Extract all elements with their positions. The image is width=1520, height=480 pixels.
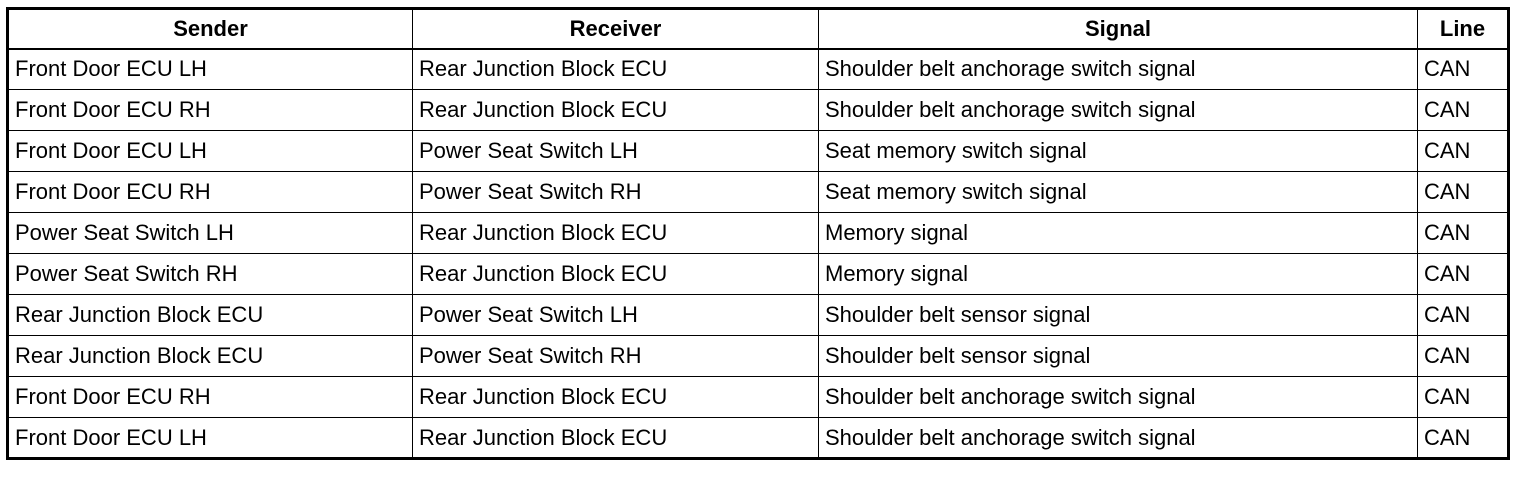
cell-receiver: Rear Junction Block ECU <box>412 253 819 295</box>
cell-receiver: Rear Junction Block ECU <box>412 376 819 418</box>
cell-signal: Seat memory switch signal <box>818 171 1418 213</box>
cell-line: CAN <box>1417 89 1509 131</box>
cell-line: CAN <box>1417 335 1509 377</box>
cell-receiver: Rear Junction Block ECU <box>412 417 819 459</box>
table-row: Rear Junction Block ECU Power Seat Switc… <box>7 335 1509 377</box>
cell-sender: Rear Junction Block ECU <box>7 294 413 336</box>
cell-signal: Shoulder belt anchorage switch signal <box>818 376 1418 418</box>
cell-sender: Front Door ECU RH <box>7 376 413 418</box>
cell-line: CAN <box>1417 171 1509 213</box>
table-header: Sender Receiver Signal Line <box>7 8 1509 50</box>
cell-signal: Memory signal <box>818 253 1418 295</box>
signal-table: Sender Receiver Signal Line Front Door E… <box>6 7 1510 460</box>
header-sender: Sender <box>7 8 413 50</box>
header-row: Sender Receiver Signal Line <box>7 8 1509 50</box>
header-receiver: Receiver <box>412 8 819 50</box>
cell-sender: Power Seat Switch LH <box>7 212 413 254</box>
cell-sender: Power Seat Switch RH <box>7 253 413 295</box>
cell-receiver: Rear Junction Block ECU <box>412 48 819 90</box>
cell-line: CAN <box>1417 48 1509 90</box>
cell-line: CAN <box>1417 376 1509 418</box>
table-row: Front Door ECU LH Rear Junction Block EC… <box>7 417 1509 459</box>
cell-sender: Front Door ECU LH <box>7 48 413 90</box>
table-row: Power Seat Switch RH Rear Junction Block… <box>7 253 1509 295</box>
table-row: Front Door ECU LH Power Seat Switch LH S… <box>7 130 1509 172</box>
cell-signal: Seat memory switch signal <box>818 130 1418 172</box>
cell-signal: Memory signal <box>818 212 1418 254</box>
header-signal: Signal <box>818 8 1418 50</box>
cell-receiver: Power Seat Switch LH <box>412 294 819 336</box>
cell-signal: Shoulder belt anchorage switch signal <box>818 48 1418 90</box>
cell-signal: Shoulder belt sensor signal <box>818 335 1418 377</box>
cell-line: CAN <box>1417 294 1509 336</box>
cell-receiver: Power Seat Switch RH <box>412 171 819 213</box>
table-row: Power Seat Switch LH Rear Junction Block… <box>7 212 1509 254</box>
table-row: Front Door ECU RH Rear Junction Block EC… <box>7 376 1509 418</box>
cell-line: CAN <box>1417 212 1509 254</box>
cell-sender: Front Door ECU RH <box>7 89 413 131</box>
cell-sender: Front Door ECU LH <box>7 417 413 459</box>
table-row: Front Door ECU RH Power Seat Switch RH S… <box>7 171 1509 213</box>
cell-receiver: Power Seat Switch RH <box>412 335 819 377</box>
cell-line: CAN <box>1417 253 1509 295</box>
table-body: Front Door ECU LH Rear Junction Block EC… <box>7 48 1509 459</box>
cell-line: CAN <box>1417 417 1509 459</box>
table-row: Front Door ECU RH Rear Junction Block EC… <box>7 89 1509 131</box>
header-line: Line <box>1417 8 1509 50</box>
cell-receiver: Power Seat Switch LH <box>412 130 819 172</box>
cell-sender: Front Door ECU LH <box>7 130 413 172</box>
cell-receiver: Rear Junction Block ECU <box>412 89 819 131</box>
cell-signal: Shoulder belt sensor signal <box>818 294 1418 336</box>
table-row: Front Door ECU LH Rear Junction Block EC… <box>7 48 1509 90</box>
cell-receiver: Rear Junction Block ECU <box>412 212 819 254</box>
cell-sender: Rear Junction Block ECU <box>7 335 413 377</box>
cell-signal: Shoulder belt anchorage switch signal <box>818 89 1418 131</box>
table-row: Rear Junction Block ECU Power Seat Switc… <box>7 294 1509 336</box>
cell-signal: Shoulder belt anchorage switch signal <box>818 417 1418 459</box>
cell-line: CAN <box>1417 130 1509 172</box>
cell-sender: Front Door ECU RH <box>7 171 413 213</box>
